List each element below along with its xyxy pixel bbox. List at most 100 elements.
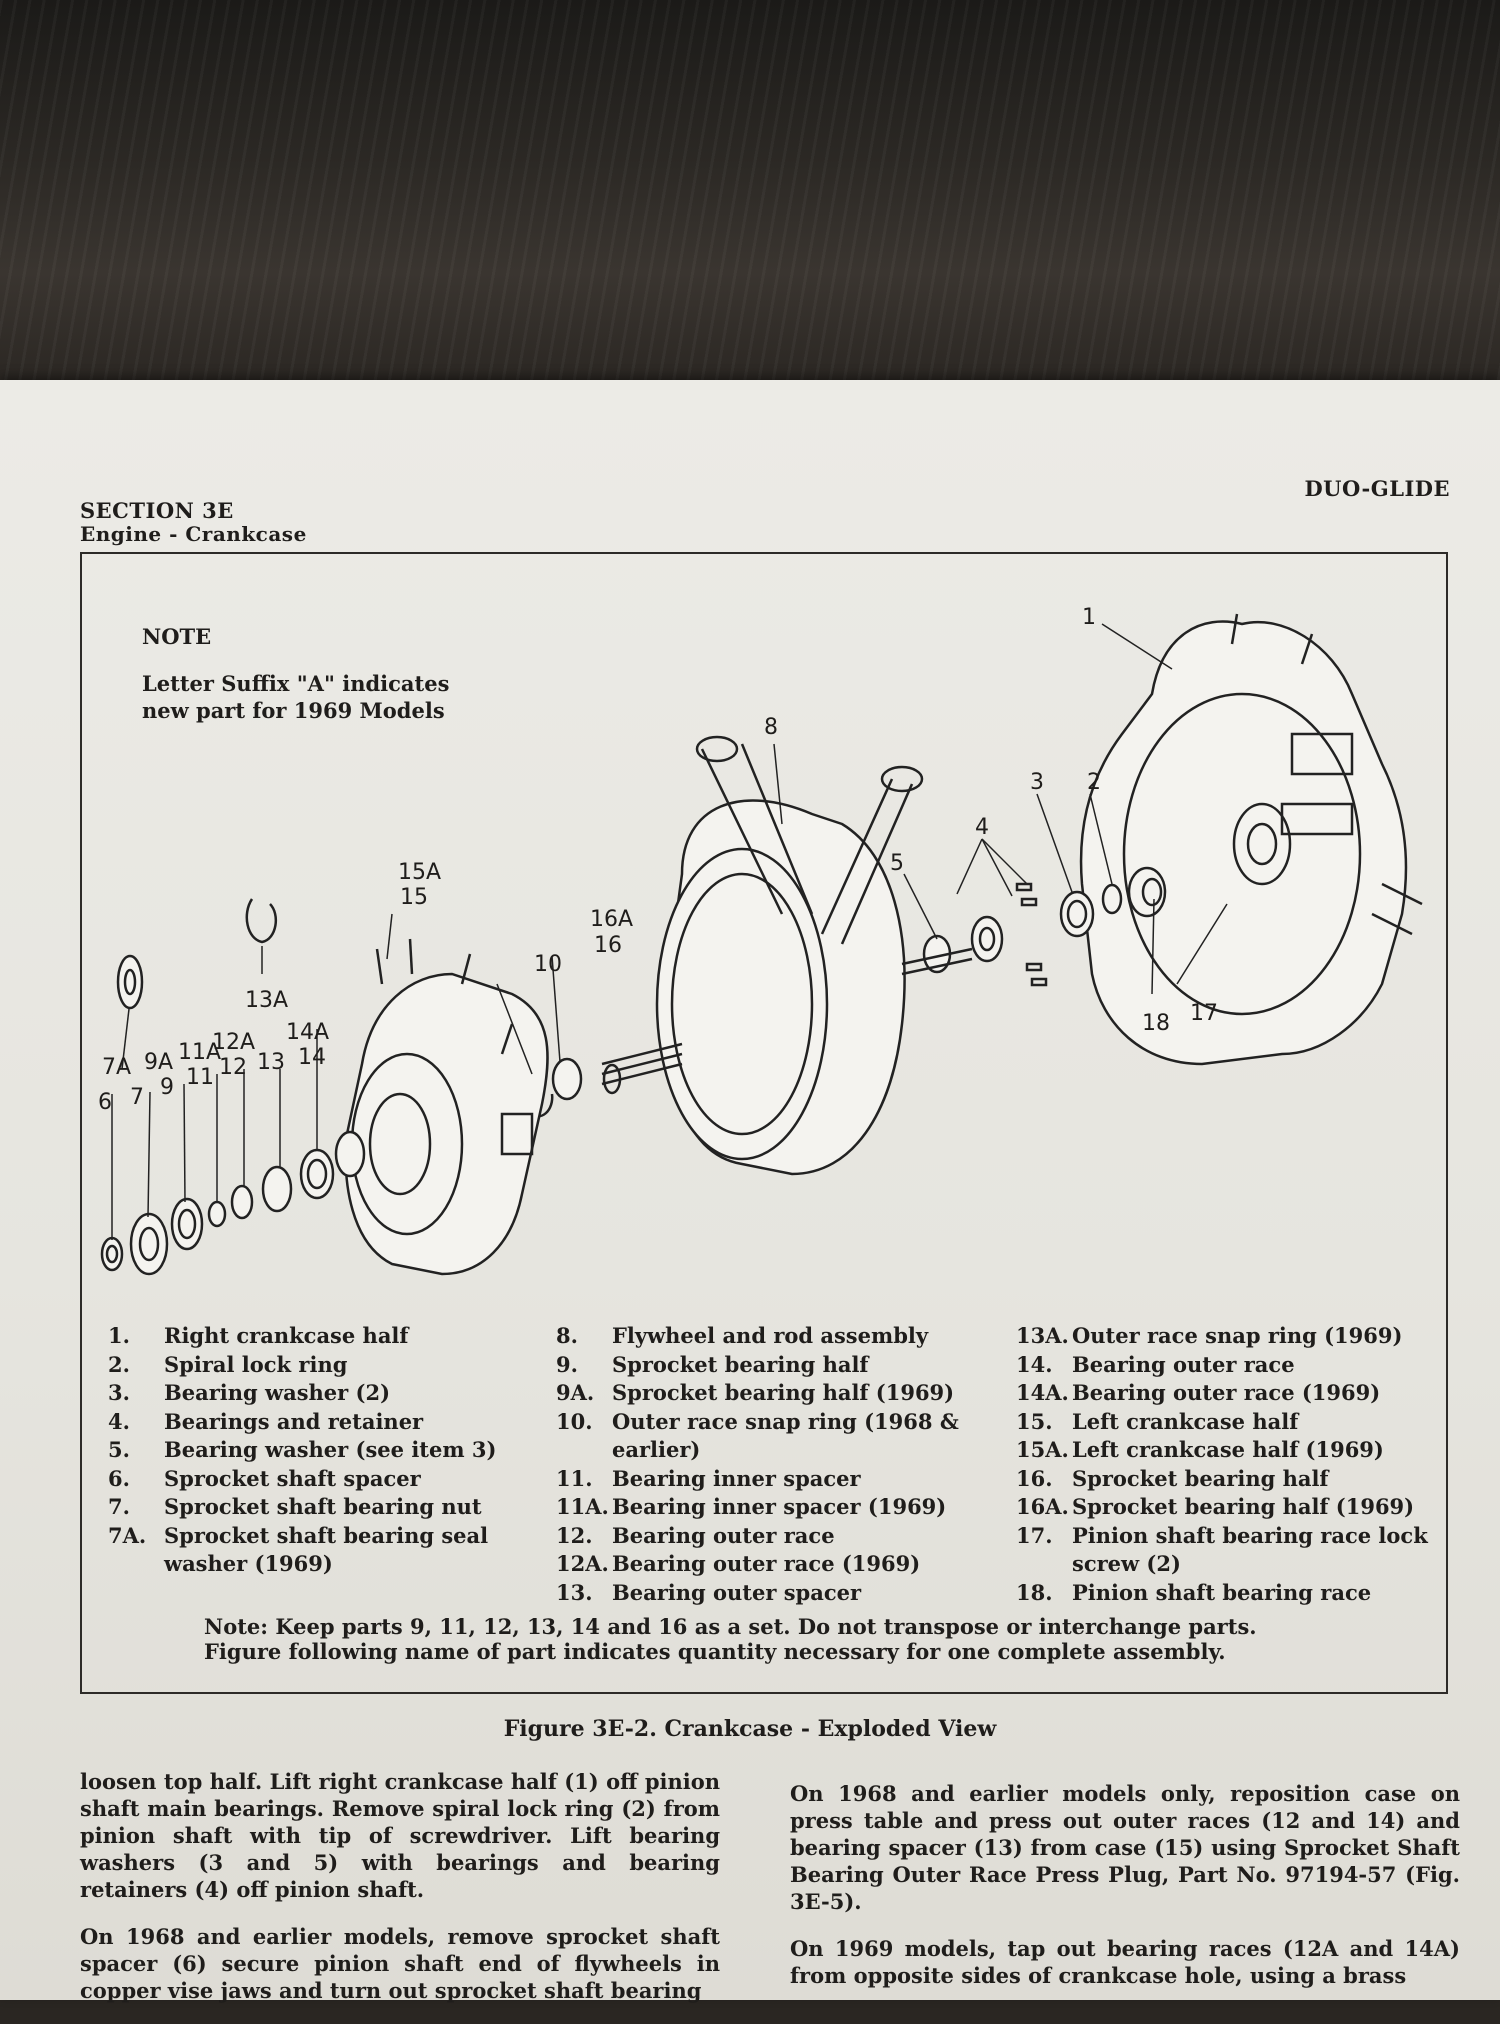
- legend-item-label: Pinion shaft bearing race: [1072, 1579, 1372, 1605]
- legend-item-number: 3.: [108, 1380, 130, 1405]
- legend-item: 12A.Bearing outer race (1969): [552, 1550, 972, 1579]
- legend-item-number: 9.: [556, 1351, 578, 1377]
- figure-note: Note: Keep parts 9, 11, 12, 13, 14 and 1…: [204, 1614, 1257, 1664]
- body-paragraph: loosen top half. Lift right crankcase ha…: [80, 1769, 720, 1902]
- legend-item: 11.Bearing inner spacer: [552, 1465, 972, 1494]
- legend-item-label: Sprocket bearing half (1969): [1072, 1494, 1415, 1519]
- legend-item-number: 13A.: [1016, 1323, 1069, 1348]
- legend-item-label: Bearing washer (2): [164, 1380, 391, 1405]
- figure-caption: Figure 3E-2. Crankcase - Exploded View: [503, 1716, 997, 1742]
- legend-item-label: Right crankcase half: [164, 1323, 409, 1348]
- callout-11A: 11A: [178, 1040, 221, 1065]
- legend-item-label: Left crankcase half (1969): [1072, 1437, 1384, 1462]
- callout-15A: 15A: [398, 860, 441, 885]
- legend-item-label: Sprocket bearing half: [1072, 1465, 1329, 1491]
- sprocket-shaft-bearing-stack-drawing: [100, 898, 366, 1276]
- legend-item-number: 6.: [108, 1465, 130, 1491]
- legend-item-label: Bearing outer spacer: [612, 1579, 862, 1605]
- legend-item-number: 14.: [1016, 1351, 1053, 1377]
- callout-13A: 13A: [245, 988, 288, 1013]
- legend-item: 8. Flywheel and rod assembly: [552, 1322, 972, 1351]
- legend-item-number: 16.: [1016, 1465, 1053, 1491]
- legend-item-number: 8.: [556, 1323, 578, 1348]
- callout-4: 4: [975, 815, 989, 840]
- legend-item-number: 12.: [556, 1522, 593, 1548]
- legend-item-number: 9A.: [556, 1380, 595, 1405]
- callout-7A: 7A: [102, 1055, 131, 1080]
- legend-item-label: Outer race snap ring (1969): [1072, 1323, 1403, 1348]
- figure-note-line-1: Note: Keep parts 9, 11, 12, 13, 14 and 1…: [204, 1614, 1257, 1639]
- legend-item: 14A.Bearing outer race (1969): [1012, 1379, 1442, 1408]
- legend-item: 15.Left crankcase half: [1012, 1408, 1442, 1437]
- legend-item: 7.Sprocket shaft bearing nut: [104, 1493, 524, 1522]
- legend-item-number: 7A.: [108, 1522, 147, 1548]
- legend-item: 4.Bearings and retainer: [104, 1408, 524, 1437]
- legend-item: 10.Outer race snap ring (1968 & earlier): [552, 1408, 972, 1465]
- legend-item: 5.Bearing washer (see item 3): [104, 1436, 524, 1465]
- legend-item-label: Bearing outer race: [1072, 1351, 1295, 1377]
- book-title: DUO-GLIDE: [1304, 476, 1450, 501]
- parts-legend-column-3: 13A.Outer race snap ring (1969) 14. Bearin…: [1012, 1322, 1442, 1607]
- body-column-left: loosen top half. Lift right crankcase ha…: [80, 1768, 720, 2024]
- legend-item-label: Bearing outer race (1969): [612, 1551, 921, 1576]
- legend-item-label: Bearing inner spacer (1969): [612, 1494, 947, 1519]
- callout-2: 2: [1087, 770, 1101, 795]
- legend-item: 14. Bearing outer race: [1012, 1351, 1442, 1380]
- callout-3: 3: [1030, 770, 1044, 795]
- legend-item-number: 12A.: [556, 1551, 609, 1576]
- table-surface-background: [0, 0, 1500, 390]
- parts-legend-column-1: 1. Right crankcase half 2. Spiral lock ring…: [104, 1322, 524, 1579]
- pinion-bearing-race-drawing: [1127, 866, 1167, 918]
- callout-7: 7: [130, 1085, 144, 1110]
- legend-item-label: Outer race snap ring (1968 & earlier): [612, 1408, 959, 1463]
- legend-item-label: Bearings and retainer: [164, 1408, 424, 1434]
- legend-item-number: 2.: [108, 1351, 130, 1377]
- legend-item-number: 1.: [108, 1323, 130, 1348]
- callout-5: 5: [890, 851, 904, 876]
- sprocket-bearing-half-drawing: [551, 1057, 583, 1101]
- section-label: SECTION 3E: [80, 498, 234, 523]
- legend-item-number: 18.: [1016, 1579, 1053, 1605]
- legend-item-label: Pinion shaft bearing race lock screw (2): [1072, 1522, 1428, 1577]
- legend-item-label: Flywheel and rod assembly: [612, 1323, 929, 1348]
- body-paragraph: On 1968 and earlier models, remove sproc…: [80, 1924, 720, 2003]
- callout-15: 15: [400, 885, 428, 910]
- flywheel-assembly-drawing: [601, 735, 973, 1176]
- parts-legend-column-2: 8. Flywheel and rod assembly 9. Sprocket be…: [552, 1322, 972, 1607]
- right-crankcase-drawing: [1079, 613, 1423, 1066]
- exploded-view-diagram: 1 2 3 4 5 8 18 17 16A 16 10 15A 15 13A 1…: [98, 605, 1423, 1276]
- legend-item: 15A.Left crankcase half (1969): [1012, 1436, 1442, 1465]
- legend-item: 18. Pinion shaft bearing race: [1012, 1579, 1442, 1608]
- legend-item: 1. Right crankcase half: [104, 1322, 524, 1351]
- legend-item: 16. Sprocket bearing half: [1012, 1465, 1442, 1494]
- leader-lines: [111, 623, 1228, 1240]
- note-text: Letter Suffix "A" indicates new part for…: [142, 671, 450, 723]
- body-paragraph: On 1969 models, tap out bearing races (1…: [790, 1936, 1460, 1988]
- body-paragraph: On 1968 and earlier models only, reposit…: [790, 1781, 1460, 1914]
- callout-14A: 14A: [286, 1020, 329, 1045]
- section-subtitle: Engine - Crankcase: [80, 522, 307, 546]
- left-crankcase-drawing: [344, 938, 549, 1276]
- legend-item-label: Spiral lock ring: [164, 1351, 348, 1377]
- note-heading: NOTE: [142, 624, 212, 649]
- callout-13: 13: [257, 1050, 285, 1075]
- legend-item: 7A.Sprocket shaft bearing seal washer (1…: [104, 1522, 524, 1579]
- legend-item-label: Bearing washer (see item 3): [164, 1437, 497, 1462]
- legend-item-label: Bearing inner spacer: [612, 1465, 861, 1491]
- pinion-bearing-parts-drawing: [922, 882, 1123, 987]
- legend-item-number: 16A.: [1016, 1494, 1069, 1519]
- callout-6: 6: [98, 1090, 112, 1115]
- legend-item-label: Left crankcase half: [1072, 1408, 1299, 1434]
- legend-item: 13.Bearing outer spacer: [552, 1579, 972, 1608]
- legend-item: 2. Spiral lock ring: [104, 1351, 524, 1380]
- callout-9: 9: [160, 1075, 174, 1100]
- callout-9A: 9A: [144, 1050, 173, 1075]
- callout-12A: 12A: [212, 1030, 255, 1055]
- callout-11: 11: [186, 1065, 214, 1090]
- callout-1: 1: [1082, 605, 1096, 630]
- legend-item: 12.Bearing outer race: [552, 1522, 972, 1551]
- legend-item-label: Sprocket bearing half: [612, 1351, 869, 1377]
- legend-item-number: 7.: [108, 1494, 130, 1519]
- callout-18: 18: [1142, 1011, 1170, 1036]
- callout-8: 8: [764, 715, 778, 740]
